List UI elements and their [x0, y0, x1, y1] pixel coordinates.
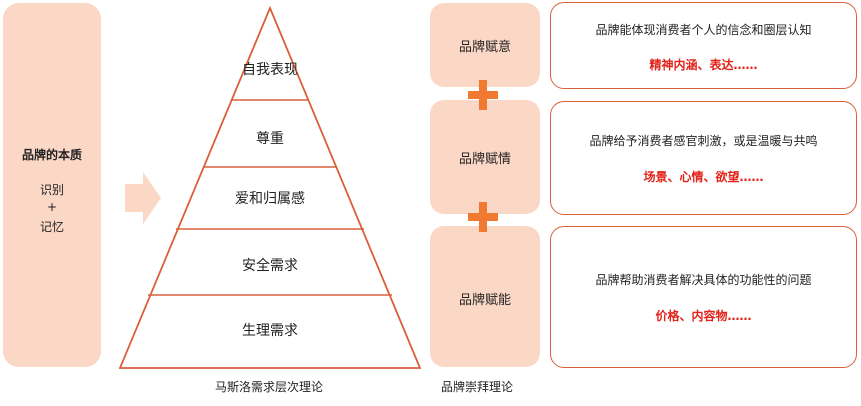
- brand-essence-title: 品牌的本质: [21, 148, 82, 162]
- brand-meaning-label: 品牌赋意: [458, 40, 511, 55]
- pyramid-level-esteem: 尊重: [256, 131, 284, 147]
- brand-emotion-box: 品牌赋情: [430, 100, 540, 214]
- brand-essence-box: 品牌的本质 识别 + 记忆: [3, 3, 101, 367]
- brand-function-box: 品牌赋能: [430, 226, 540, 367]
- brand-emotion-desc: 品牌给予消费者感官刺激，或是温暖与共鸣: [589, 134, 818, 148]
- plus-icon: [468, 202, 498, 232]
- brand-meaning-desc-box: 品牌能体现消费者个人的信念和圈层认知 精神内涵、表达……: [550, 2, 857, 89]
- brand-emotion-desc-box: 品牌给予消费者感官刺激，或是温暖与共鸣 场景、心情、欲望……: [550, 101, 857, 215]
- brand-emotion-label: 品牌赋情: [458, 152, 511, 167]
- pyramid-level-safety: 安全需求: [242, 258, 298, 274]
- right-arrow-icon: [125, 172, 161, 224]
- maslow-caption: 马斯洛需求层次理论: [215, 380, 324, 394]
- worship-caption: 品牌崇拜理论: [441, 380, 514, 394]
- brand-meaning-highlight: 精神内涵、表达……: [649, 58, 758, 72]
- brand-meaning-box: 品牌赋意: [430, 3, 540, 87]
- brand-function-desc: 品牌帮助消费者解决具体的功能性的问题: [595, 273, 812, 287]
- pyramid-level-self-expression: 自我表现: [242, 62, 298, 78]
- brand-function-desc-box: 品牌帮助消费者解决具体的功能性的问题 价格、内容物……: [550, 226, 857, 368]
- brand-function-highlight: 价格、内容物……: [655, 309, 752, 323]
- pyramid-level-belonging: 爱和归属感: [235, 191, 305, 207]
- brand-emotion-highlight: 场景、心情、欲望……: [643, 170, 764, 184]
- memory-text: 记忆: [39, 220, 64, 234]
- maslow-pyramid: [118, 6, 422, 369]
- brand-function-label: 品牌赋能: [458, 293, 511, 308]
- plus-icon: [468, 80, 498, 110]
- brand-meaning-desc: 品牌能体现消费者个人的信念和圈层认知: [595, 23, 812, 37]
- pyramid-level-physiological: 生理需求: [242, 323, 298, 339]
- plus-text: +: [46, 200, 58, 214]
- identification-text: 识别: [39, 183, 64, 197]
